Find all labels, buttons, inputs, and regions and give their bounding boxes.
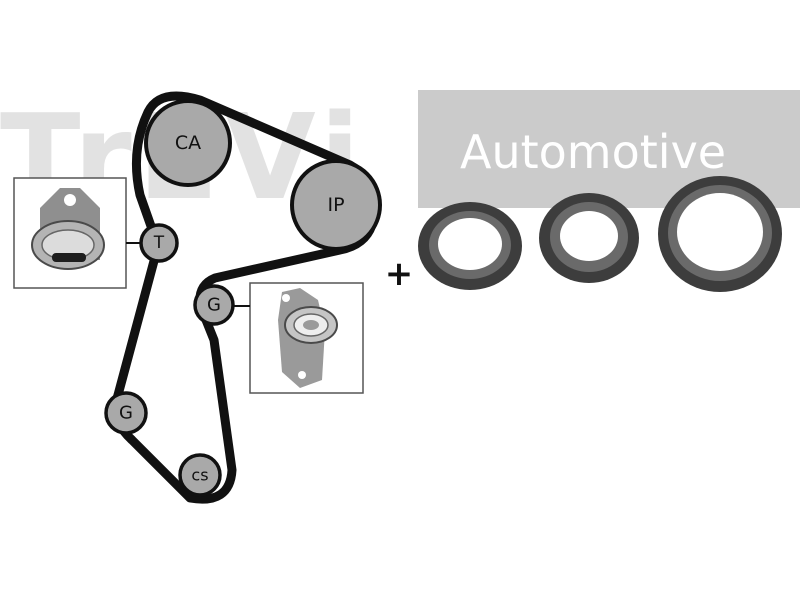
- oil-seal-icon: [418, 202, 522, 290]
- pulley-cs-label: cs: [191, 466, 208, 485]
- oil-seal-icon: [658, 176, 782, 292]
- pulley-t-label: T: [153, 233, 165, 253]
- idler-pulley-icon: [278, 288, 338, 388]
- pulley-g-upper: G: [193, 284, 235, 326]
- pulley-ip: IP: [290, 159, 382, 251]
- pulley-ca: CA: [144, 99, 232, 187]
- pulley-g-upper-label: G: [207, 295, 221, 316]
- pulley-ca-label: CA: [175, 132, 201, 154]
- oil-seal-icon: [539, 193, 639, 283]
- tensioner-inset: [13, 177, 141, 289]
- pulley-ip-label: IP: [327, 194, 344, 216]
- brand-tagline: Automotive: [460, 125, 726, 179]
- plus-sign: +: [385, 254, 414, 294]
- tensioner-icon: [31, 188, 105, 270]
- oil-seals: [418, 176, 782, 292]
- pulley-g-lower: G: [104, 391, 148, 435]
- pulley-t: T: [139, 223, 179, 263]
- pulley-g-lower-label: G: [119, 403, 133, 424]
- pulley-cs: cs: [178, 453, 222, 497]
- idler-inset: [234, 282, 364, 394]
